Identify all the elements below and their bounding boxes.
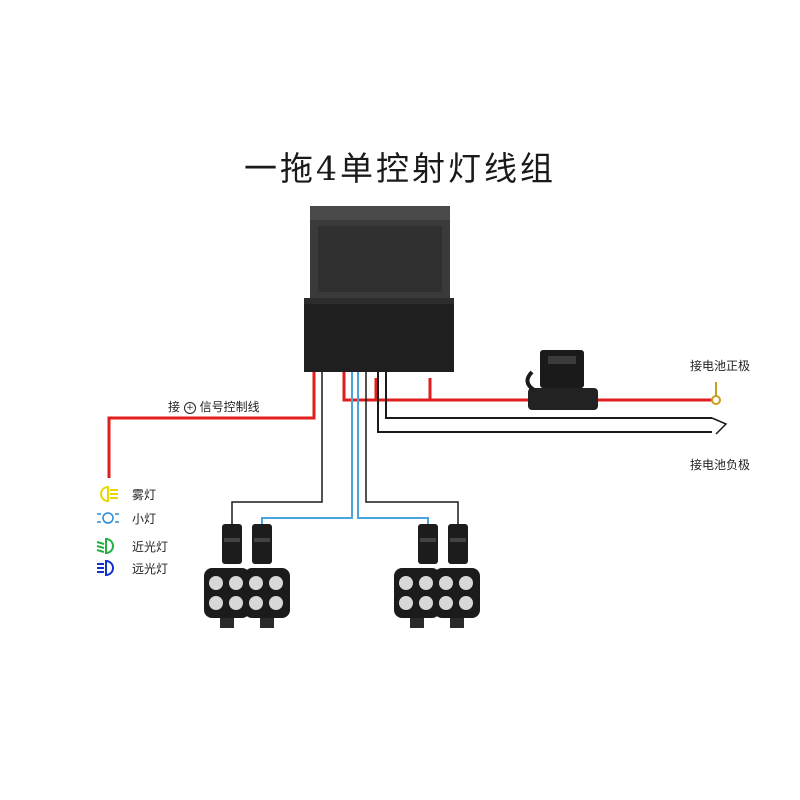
parking-light-icon (97, 512, 119, 524)
lamp-wire-left-black (231, 372, 323, 524)
signal-wire (107, 372, 316, 478)
spotlight-left-b (244, 568, 290, 628)
connector-right-1 (418, 524, 438, 564)
legend-label: 小灯 (132, 511, 157, 526)
lamp-wire-left-blue (261, 372, 353, 524)
connector-right-2 (448, 524, 468, 564)
diagram-title: 一拖4单控射灯线组 (244, 149, 556, 188)
connector-left-2 (252, 524, 272, 564)
legend-item-low-beam: 近光灯 (96, 536, 168, 556)
spotlight-left-a (204, 568, 250, 628)
battery-positive-terminal (711, 395, 721, 405)
legend-item-high-beam: 远光灯 (96, 558, 168, 578)
high-beam-icon (97, 559, 114, 577)
connector-left-1 (222, 524, 242, 564)
relay-box (304, 206, 454, 372)
legend-label: 远光灯 (132, 561, 169, 576)
spotlight-right-a (394, 568, 440, 628)
legend-label: 雾灯 (132, 487, 157, 502)
low-beam-icon (96, 537, 114, 555)
signal-wire-label: 接 + 信号控制线 (168, 400, 260, 414)
battery-negative-label: 接电池负极 (690, 458, 751, 472)
fuse-holder (525, 350, 598, 410)
positive-symbol-icon: + (183, 401, 196, 414)
spotlight-right-b (434, 568, 480, 628)
legend-item-fog: 雾灯 (96, 484, 156, 504)
ground-wire-2 (377, 372, 712, 433)
lamp-wire-right-blue (357, 372, 429, 524)
legend-item-parking: 小灯 (96, 508, 156, 528)
legend-label: 近光灯 (132, 539, 169, 554)
ground-wire-1 (385, 372, 712, 419)
lamp-wire-right-black (365, 372, 459, 524)
fog-light-icon (100, 485, 118, 503)
battery-positive-label: 接电池正极 (690, 359, 751, 373)
